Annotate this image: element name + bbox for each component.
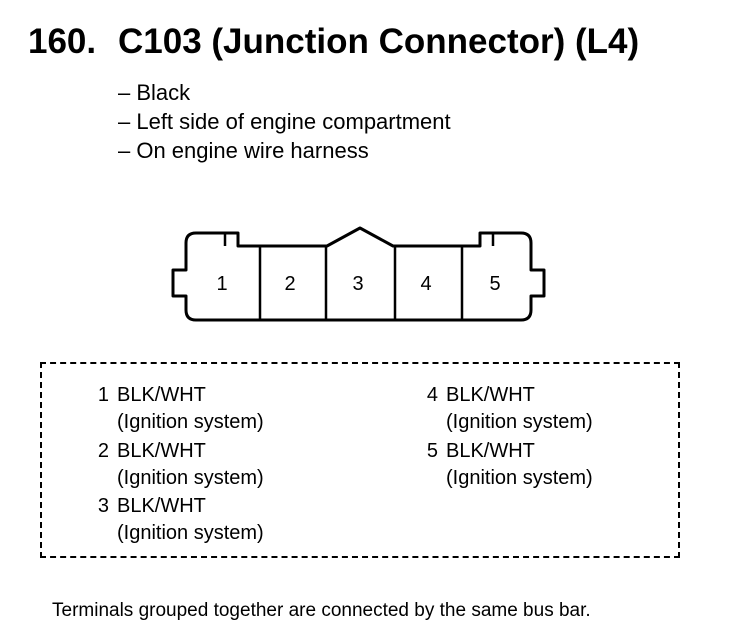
pin-wire: BLK/WHT xyxy=(117,440,206,462)
terminal-group-box: 1 BLK/WHT (Ignition system) 2 BLK/WHT (I… xyxy=(40,362,680,558)
cavity-label: 1 xyxy=(216,273,227,295)
detail-location: – Left side of engine compartment xyxy=(118,109,451,134)
pin-number: 4 xyxy=(426,384,438,406)
pin-wire: BLK/WHT xyxy=(446,440,535,462)
title-text: C103 (Junction Connector) (L4) xyxy=(118,22,640,61)
pin-wire: BLK/WHT xyxy=(446,384,535,406)
cavity-label: 4 xyxy=(420,273,431,295)
pin-system: (Ignition system) xyxy=(446,467,593,489)
pin-number: 3 xyxy=(97,495,109,517)
detail-color: – Black xyxy=(118,80,191,105)
connector-details: – Black – Left side of engine compartmen… xyxy=(118,78,451,165)
cavity-label: 5 xyxy=(489,273,500,295)
pin-system: (Ignition system) xyxy=(117,467,264,489)
pin-wire: BLK/WHT xyxy=(117,495,206,517)
pin-system: (Ignition system) xyxy=(117,411,264,433)
pin-system: (Ignition system) xyxy=(117,522,264,544)
pin-number: 2 xyxy=(97,440,109,462)
pin-number: 5 xyxy=(426,440,438,462)
pin-system: (Ignition system) xyxy=(446,411,593,433)
connector-latches xyxy=(223,233,495,246)
cavity-label: 3 xyxy=(352,273,363,295)
connector-housing-outline xyxy=(171,226,546,322)
pin-number: 1 xyxy=(97,384,109,406)
cavity-label: 2 xyxy=(284,273,295,295)
cavity-dividers xyxy=(258,246,464,320)
footer-note: Terminals grouped together are connected… xyxy=(52,600,591,621)
pin-wire: BLK/WHT xyxy=(117,384,206,406)
cavity-labels: 1 2 3 4 5 xyxy=(216,273,500,295)
detail-harness: – On engine wire harness xyxy=(118,138,369,163)
title-number: 160. xyxy=(28,22,97,61)
page-title: 160. C103 (Junction Connector) (L4) xyxy=(28,22,639,62)
